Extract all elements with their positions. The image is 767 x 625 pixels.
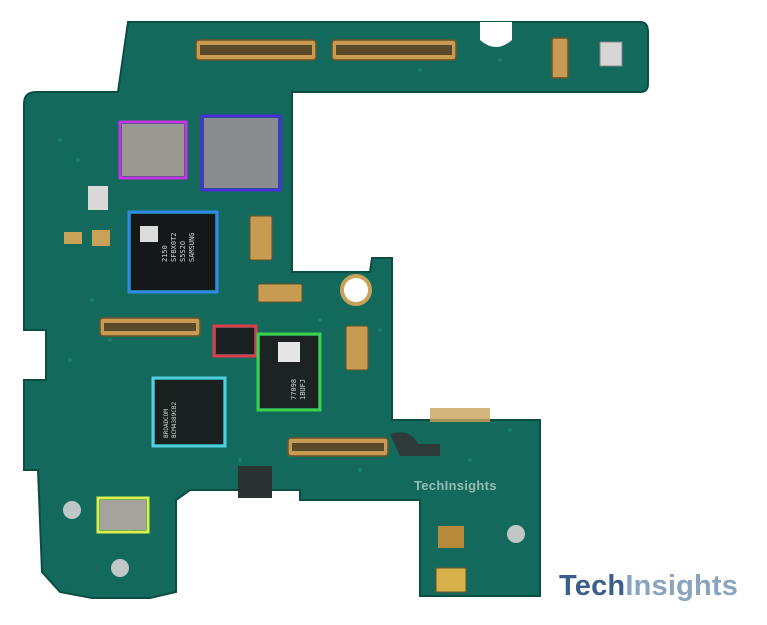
watermark-text: TechInsights xyxy=(414,478,497,493)
chip-marking-green-0: 77098 xyxy=(290,379,298,400)
highlight-box-yellow xyxy=(96,496,150,534)
highlight-box-red xyxy=(212,324,258,358)
mounting-hole xyxy=(340,274,372,306)
chip-marking-blue-1: S5S2O xyxy=(179,241,187,262)
logo-part-insights: Insights xyxy=(625,570,739,602)
highlight-box-indigo xyxy=(200,114,282,192)
techinsights-logo: TechInsights xyxy=(559,570,738,603)
highlight-box-green xyxy=(256,332,322,412)
chip-marking-cyan-0: BROADCOM xyxy=(163,409,170,438)
highlight-box-cyan xyxy=(151,376,227,448)
chip-marking-blue-0: SAMSUNG xyxy=(188,232,196,262)
chip-marking-green-1: 1BUFJ xyxy=(299,379,307,400)
chip-marking-blue-2: SFBX0T2 xyxy=(170,232,178,262)
chip-marking-cyan-1: BCM4389CB2 xyxy=(171,401,178,438)
highlight-box-blue xyxy=(127,210,219,294)
chip-marking-blue-3: 2150 xyxy=(161,245,169,262)
logo-part-tech: Tech xyxy=(559,570,626,602)
highlight-box-magenta xyxy=(118,120,188,180)
